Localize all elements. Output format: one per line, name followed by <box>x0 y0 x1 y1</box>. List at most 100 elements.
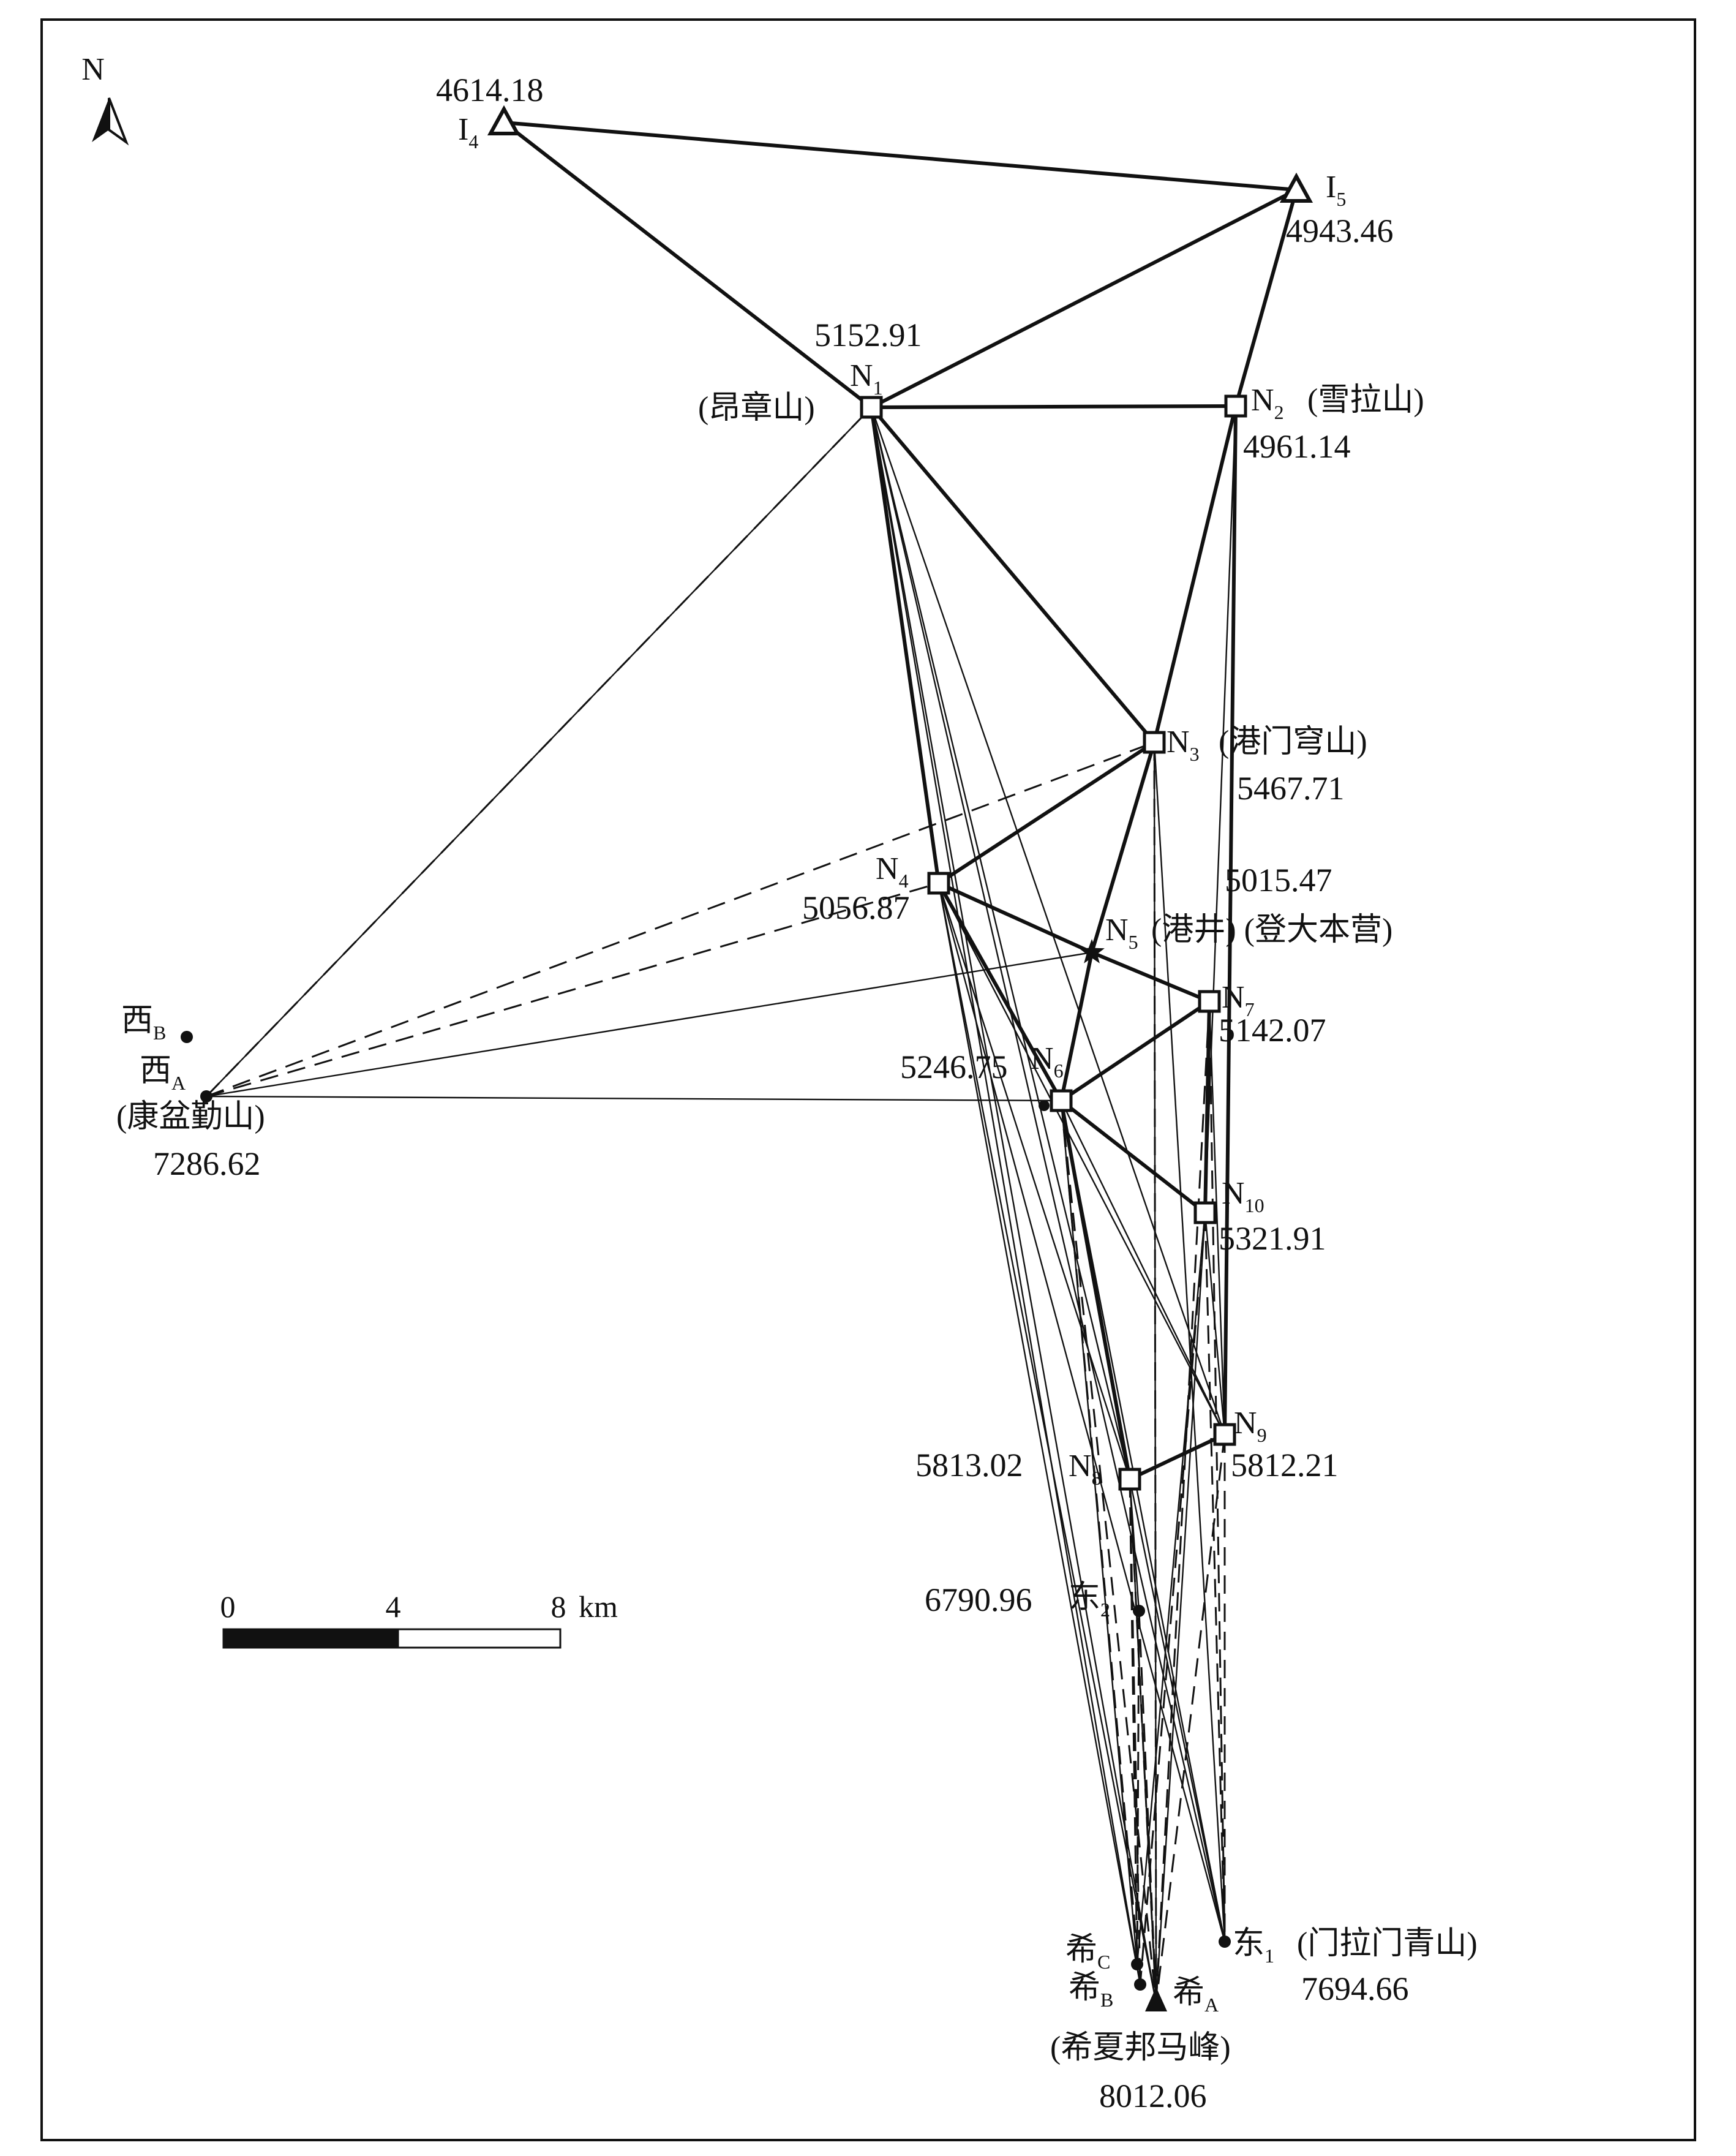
main-line-N5-N6 <box>1059 952 1094 1101</box>
elevation-N6: 5246.75 <box>900 1049 1008 1085</box>
station-code-N9: N9 <box>1234 1406 1267 1446</box>
main-line-N5-N7 <box>1091 951 1211 1003</box>
thin-line-N8-Dong1 <box>1129 1479 1226 1942</box>
elevation-N10: 5321.91 <box>1219 1220 1326 1257</box>
main-line-I4-I5 <box>503 121 1297 192</box>
scale-tick-0: 0 <box>220 1589 236 1624</box>
station-marker-N7 <box>1198 990 1221 1013</box>
station-marker-N6-aux <box>1039 1100 1050 1111</box>
station-code-XiB: 西B <box>121 1003 166 1044</box>
station-label-N5: 5015.47 N5 (港井) (登大本营) <box>1105 862 1392 953</box>
station-code-Dong2: 东2 <box>1069 1580 1110 1621</box>
scale-bar: 0 4 8 km <box>220 1589 618 1649</box>
main-line-N2-N3 <box>1152 405 1238 743</box>
elevation-XA: 8012.06 <box>1099 2078 1207 2114</box>
station-code-XC: 希C <box>1065 1932 1110 1973</box>
dashed-line-XiA-N3 <box>206 741 1155 1098</box>
station-code-XB: 希B <box>1069 1970 1113 2011</box>
station-label-Dong2: 6790.96 东2 <box>925 1580 1110 1621</box>
thin-line-N6-XiA <box>206 1095 1062 1102</box>
elevation-N2: 4961.14 <box>1243 428 1351 465</box>
elevation-XiA: 7286.62 <box>153 1145 261 1182</box>
elevation-I4: 4614.18 <box>436 72 544 108</box>
main-line-N8-N9 <box>1129 1433 1226 1481</box>
elevation-N1: 5152.91 <box>814 317 922 353</box>
station-marker-N2 <box>1224 394 1247 418</box>
station-code-N3: N3 <box>1167 725 1200 765</box>
place-name-XA: (希夏邦马峰) <box>1050 2030 1231 2065</box>
station-label-XiB: 西B <box>121 1003 166 1044</box>
station-label-XA: 希A (希夏邦马峰) 8012.06 <box>1050 1975 1231 2114</box>
place-name-N5: (港井) (登大本营) <box>1151 913 1392 948</box>
station-code-N6: N6 <box>1031 1041 1064 1082</box>
scale-bar-white-segment <box>397 1628 562 1649</box>
thin-line-N4-XB <box>938 883 1141 1985</box>
station-label-XB: 希B <box>1069 1970 1113 2011</box>
elevation-Dong2: 6790.96 <box>925 1581 1032 1618</box>
main-line-I5-N1 <box>870 188 1298 409</box>
thin-line-N9-N10 <box>1204 1212 1226 1435</box>
thin-line-N1-N8 <box>870 407 1131 1480</box>
thin-line-N1-XiA <box>206 407 872 1097</box>
elevation-N5: 5015.47 <box>1225 862 1332 899</box>
dashed-line-N10-XB <box>1139 1212 1206 1985</box>
thin-line-N1-N9 <box>870 407 1226 1435</box>
main-line-N7-N10 <box>1203 1001 1211 1213</box>
station-marker-XA <box>1145 1987 1167 2011</box>
station-label-XC: 希C <box>1065 1932 1110 1973</box>
elevation-N8: 5813.02 <box>915 1447 1023 1483</box>
thin-line-N10-XA <box>1155 1212 1206 2003</box>
station-marker-XB <box>1134 1978 1146 1991</box>
station-marker-N3 <box>1143 731 1166 754</box>
thin-line-N5-XiA <box>206 951 1092 1098</box>
thin-line-N4-XA <box>938 883 1157 2003</box>
station-label-N9: N9 5812.21 <box>1231 1406 1339 1483</box>
north-arrow-outline-icon <box>108 97 129 146</box>
station-code-N2: N2 <box>1251 383 1284 423</box>
station-code-N4: N4 <box>876 851 909 892</box>
north-arrow: N <box>81 52 129 146</box>
thin-line-N4-Dong1 <box>938 883 1226 1942</box>
station-code-I5: I5 <box>1326 170 1346 210</box>
main-line-N6-N8 <box>1059 1100 1132 1480</box>
station-label-N2: N2 (雪拉山) 4961.14 <box>1243 383 1424 465</box>
place-name-N3: (港门穹山) <box>1219 725 1367 760</box>
elevation-N9: 5812.21 <box>1231 1447 1339 1483</box>
place-name-XiA: (康盆勤山) <box>116 1099 265 1134</box>
thin-line-N3-Dong1 <box>1153 742 1226 1942</box>
elevation-I5: 4943.46 <box>1286 213 1394 249</box>
dashed-line-N7-Dong1 <box>1208 1001 1226 1942</box>
dashed-line-N10-Dong1 <box>1204 1212 1226 1942</box>
thin-line-N7-N9 <box>1208 1001 1226 1435</box>
station-label-N6: 5246.75 N6 <box>900 1041 1064 1085</box>
station-label-N10: N10 5321.91 <box>1219 1176 1326 1257</box>
station-code-Dong1: 东1 <box>1233 1926 1274 1967</box>
main-line-N4-N6 <box>937 882 1063 1102</box>
thin-line-N6-XC <box>1060 1100 1138 1965</box>
dashed-line-N8-XC <box>1129 1479 1138 1965</box>
thin-line-N2-N10 <box>1204 405 1237 1213</box>
station-label-N3: N3 (港门穹山) 5467.71 <box>1167 725 1367 807</box>
place-name-N2: (雪拉山) <box>1307 383 1424 418</box>
main-network-lines <box>503 121 1298 1481</box>
main-line-N1-N3 <box>870 406 1156 744</box>
station-marker-XiA <box>200 1090 212 1102</box>
station-label-N7: N7 5142.07 <box>1219 980 1326 1049</box>
main-line-N6-N10 <box>1060 1099 1206 1215</box>
scale-bar-black-segment <box>222 1628 399 1649</box>
station-marker-N5 <box>1079 939 1105 963</box>
thin-line-N10-XC <box>1136 1212 1206 1965</box>
station-label-Dong1: 东1 (门拉门青山) 7694.66 <box>1233 1926 1478 2007</box>
station-label-N1: 5152.91 N1 (昂章山) <box>698 317 922 426</box>
thin-line-N1-XA <box>870 407 1157 2003</box>
station-code-N8: N8 <box>1069 1449 1102 1489</box>
main-line-N1-N4 <box>870 407 941 884</box>
station-marker-XC <box>1131 1958 1143 1970</box>
station-label-I5: I5 4943.46 <box>1286 170 1394 249</box>
station-label-N8: 5813.02 N8 <box>915 1447 1102 1489</box>
station-marker-N4 <box>927 872 950 895</box>
station-marker-Dong2 <box>1133 1605 1145 1617</box>
main-line-N2-N9 <box>1223 405 1238 1435</box>
elevation-Dong1: 7694.66 <box>1301 1970 1409 2007</box>
main-line-N3-N5 <box>1090 742 1156 953</box>
